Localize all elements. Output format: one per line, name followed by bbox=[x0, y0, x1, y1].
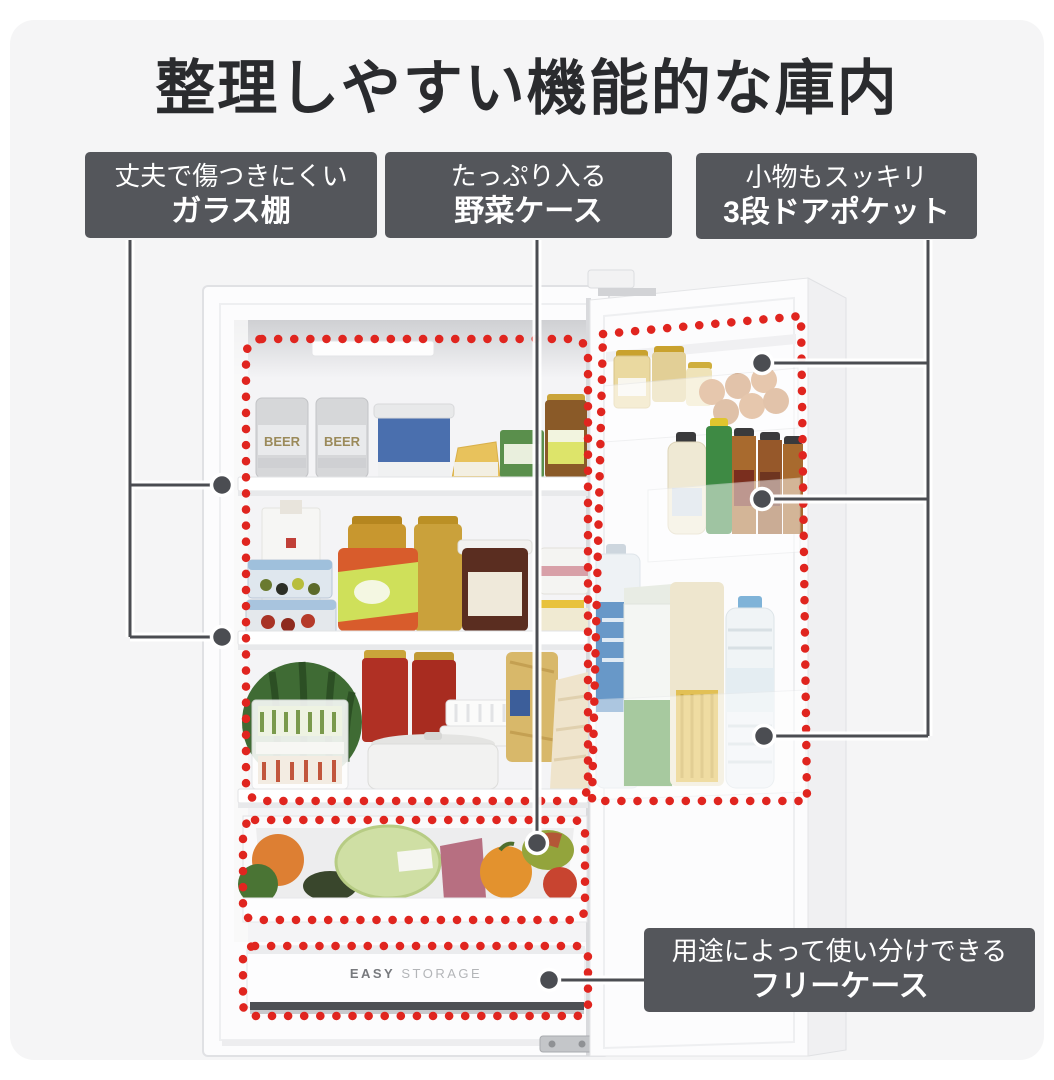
red-dotted-outlines bbox=[238, 311, 812, 1021]
veg-rack bbox=[251, 699, 349, 790]
white-tub bbox=[539, 547, 589, 595]
callout-glass-shelf-line1: 丈夫で傷つきにくい bbox=[114, 161, 348, 191]
pointer-dot bbox=[209, 624, 235, 650]
callout-veg-case-line1: たっぷり入る bbox=[450, 161, 607, 191]
red-outline-veg-case bbox=[238, 815, 590, 925]
white-pot bbox=[367, 732, 499, 790]
connector-lines bbox=[125, 240, 933, 993]
pointer-dot bbox=[524, 830, 550, 856]
connector-door-pocket bbox=[766, 240, 930, 738]
callout-free-case-line2: フリーケース bbox=[750, 969, 929, 1003]
callout-door-pocket-line1: 小物もスッキリ bbox=[745, 162, 928, 192]
bread-bag bbox=[550, 672, 588, 789]
callout-free-case: 用途によって使い分けできる フリーケース bbox=[644, 928, 1035, 1012]
pointer-dot bbox=[751, 723, 777, 749]
butter-pack bbox=[534, 600, 588, 631]
callout-veg-case: たっぷり入る 野菜ケース bbox=[385, 152, 672, 238]
callout-glass-shelf: 丈夫で傷つきにくい ガラス棚 bbox=[85, 152, 377, 238]
svg-text:BEER: BEER bbox=[264, 434, 301, 449]
drawer-front-text: EASY STORAGE bbox=[246, 966, 586, 981]
connector-glass-shelf bbox=[128, 240, 216, 639]
callout-glass-shelf-line2: ガラス棚 bbox=[171, 194, 291, 228]
storage-container-olives bbox=[247, 559, 333, 599]
gold-jar bbox=[414, 516, 462, 631]
blue-tub bbox=[373, 403, 455, 478]
pickle-jar bbox=[545, 394, 587, 478]
vegetable-case bbox=[238, 815, 588, 923]
door-pocket-top bbox=[603, 334, 799, 443]
red-outline-glass-shelves bbox=[241, 334, 593, 806]
glass-shelf-2 bbox=[237, 630, 589, 650]
fridge-door bbox=[587, 269, 847, 1057]
door-top-hinge bbox=[587, 269, 635, 289]
pointer-dot bbox=[749, 486, 775, 512]
beer-can: BEER bbox=[255, 397, 309, 479]
svg-text:BEER: BEER bbox=[324, 434, 361, 449]
pointer-dot bbox=[536, 967, 562, 993]
jam-jar bbox=[457, 539, 533, 631]
callout-veg-case-line2: 野菜ケース bbox=[454, 194, 603, 228]
pointer-dot bbox=[209, 472, 235, 498]
red-outline-free-case bbox=[238, 941, 593, 1021]
pointer-dot bbox=[749, 350, 775, 376]
storage-container-peppers bbox=[245, 599, 337, 635]
interior-lamp bbox=[311, 340, 435, 357]
middle-shelf-items bbox=[245, 500, 589, 635]
callout-door-pocket-line2: 3段ドアポケット bbox=[723, 195, 950, 229]
top-shelf-items: BEER BEER bbox=[255, 394, 587, 479]
drawer-text-storage: STORAGE bbox=[401, 966, 483, 981]
orange-jar bbox=[338, 548, 418, 631]
beer-can: BEER bbox=[315, 397, 369, 479]
chips-bag bbox=[506, 652, 558, 762]
cheese-wedge bbox=[451, 441, 501, 479]
bottom-shelf-items bbox=[242, 650, 588, 790]
callout-free-case-line1: 用途によって使い分けできる bbox=[671, 936, 1008, 966]
page-title: 整理しやすい機能的な庫内 bbox=[155, 55, 899, 122]
red-outline-door-pockets bbox=[587, 311, 812, 806]
tomato-jars bbox=[362, 650, 456, 742]
door-pocket-bottom bbox=[589, 544, 807, 801]
drawer-text-easy: EASY bbox=[349, 966, 396, 981]
callout-door-pocket: 小物もスッキリ 3段ドアポケット bbox=[696, 153, 977, 239]
